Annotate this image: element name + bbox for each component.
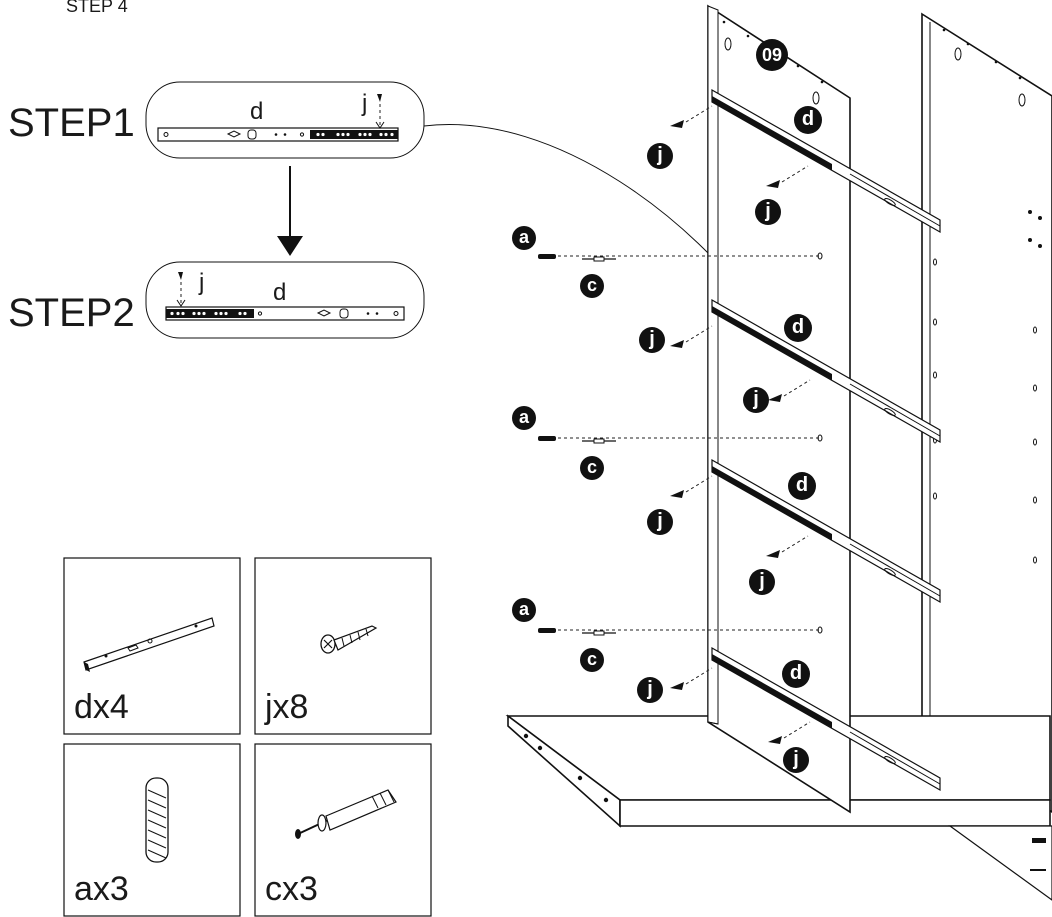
- badge-d-4: d: [782, 660, 810, 688]
- right-side-panel: [921, 12, 1052, 813]
- badge-j-8: j: [783, 747, 809, 773]
- step2-callout: [145, 261, 425, 339]
- badge-a-label: a: [519, 407, 530, 427]
- screw-icon: [766, 165, 809, 188]
- badge-j-label: j: [646, 678, 653, 700]
- slide-rail-1: [711, 88, 941, 234]
- badge-a-3: a: [512, 598, 536, 622]
- dowel-cam-row-2: [538, 434, 823, 444]
- slide-rail-4: [711, 646, 941, 792]
- part-box-rail: dx4: [63, 557, 241, 735]
- badge-d-label: d: [790, 662, 802, 684]
- part-code-cam: cx3: [265, 870, 318, 908]
- screws: [670, 105, 811, 744]
- badge-j-label: j: [752, 388, 759, 410]
- badge-d-1: d: [794, 106, 822, 134]
- badge-d-label: d: [796, 474, 808, 496]
- step2-slide-rail: [165, 306, 405, 321]
- badge-c-label: c: [587, 457, 597, 477]
- badge-j-label: j: [792, 748, 799, 770]
- dowel-cam-row-3: [538, 626, 823, 636]
- badge-j-label: j: [764, 200, 771, 222]
- screw-icon: [670, 105, 713, 128]
- badge-j-7: j: [637, 677, 663, 703]
- slide-rail-2: [711, 298, 941, 444]
- step2-slide-label: d: [273, 279, 286, 306]
- step1-label: STEP1: [8, 101, 135, 145]
- badge-a-1: a: [512, 226, 536, 250]
- step1-slide-label: d: [250, 98, 263, 125]
- badge-j-label: j: [656, 510, 663, 532]
- badge-j-3: j: [639, 327, 665, 353]
- step1-slide-rail: [157, 127, 399, 142]
- step1-screw-label: j: [361, 90, 367, 117]
- badge-d-label: d: [802, 108, 814, 130]
- slide-rails: [711, 88, 941, 792]
- parts-list: dx4 jx8 ax3: [63, 557, 432, 917]
- badge-c-3: c: [580, 648, 604, 672]
- badge-d-3: d: [788, 472, 816, 500]
- screw-icon: [670, 475, 713, 498]
- down-arrow-icon: [277, 166, 303, 256]
- badge-a-label: a: [519, 599, 530, 619]
- dowel-icon: [145, 777, 169, 863]
- screw-icon: [670, 667, 713, 690]
- part-box-dowel: ax3: [63, 743, 241, 917]
- badge-j-4: j: [743, 387, 769, 413]
- slide-rail-icon: [83, 617, 215, 672]
- screw-icon: [768, 379, 811, 402]
- part-code-dowel: ax3: [74, 870, 129, 908]
- step1-screw-icon: [375, 94, 385, 129]
- step2-label: STEP2: [8, 291, 135, 335]
- slide-rail-3: [711, 458, 941, 604]
- dowel-cam-row-1: [538, 252, 823, 262]
- badge-j-5: j: [647, 509, 673, 535]
- badge-c-1: c: [580, 274, 604, 298]
- left-side-panel-09: [707, 4, 851, 814]
- badge-j-label: j: [758, 570, 765, 592]
- badge-a-2: a: [512, 406, 536, 430]
- bottom-panel: [505, 714, 1052, 901]
- part-code-screw: jx8: [264, 688, 308, 726]
- step1-callout: [145, 81, 425, 159]
- screw-icon: [320, 625, 378, 654]
- badge-d-label: d: [792, 316, 804, 338]
- badge-j-label: j: [656, 144, 663, 166]
- step-title: STEP 4: [66, 0, 128, 16]
- panel-number-badge: 09: [756, 39, 788, 71]
- screw-icon: [768, 721, 811, 744]
- part-box-screw: jx8: [254, 557, 432, 735]
- part-code-rail: dx4: [74, 688, 129, 726]
- cam-bolt-icon: [295, 789, 397, 839]
- badge-c-2: c: [580, 456, 604, 480]
- badge-j-6: j: [749, 569, 775, 595]
- panel-number: 09: [762, 45, 782, 65]
- badge-a-label: a: [519, 227, 530, 247]
- part-box-cam: cx3: [254, 743, 432, 917]
- step2-screw-label: j: [198, 269, 204, 296]
- badge-j-label: j: [648, 328, 655, 350]
- step2-screw-icon: [176, 272, 186, 307]
- badge-d-2: d: [784, 314, 812, 342]
- badge-j-2: j: [755, 199, 781, 225]
- screw-icon: [670, 325, 713, 348]
- badge-j-1: j: [647, 143, 673, 169]
- badge-c-label: c: [587, 275, 597, 295]
- badge-c-label: c: [587, 649, 597, 669]
- screw-icon: [766, 535, 809, 558]
